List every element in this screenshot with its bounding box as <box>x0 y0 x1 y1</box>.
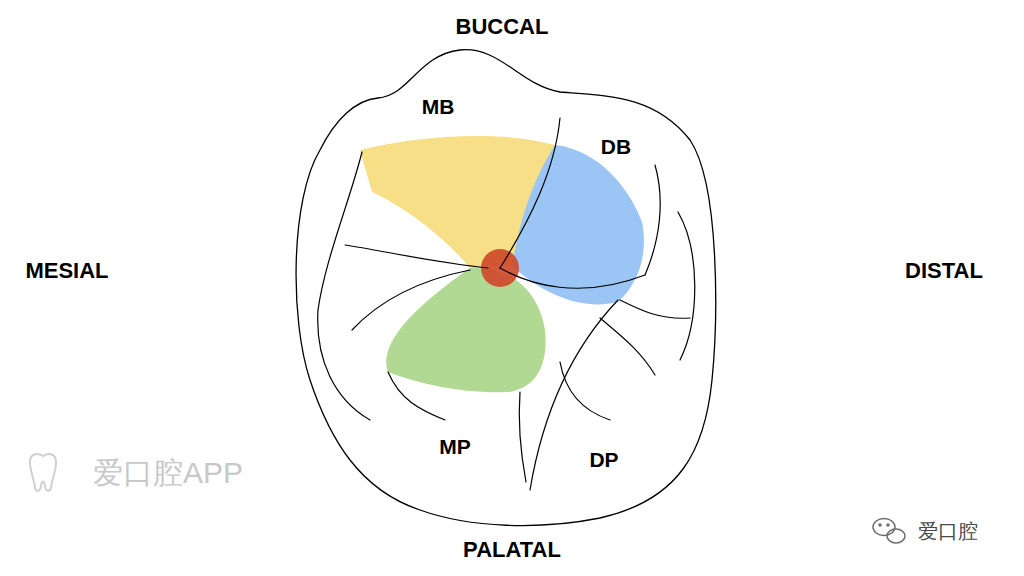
wechat-icon <box>873 519 905 544</box>
db-cusp-region <box>512 145 644 304</box>
mp-cusp-region <box>386 268 545 392</box>
watermark-tooth-icon <box>30 454 56 491</box>
cusp-label: DP <box>589 449 618 470</box>
cusp-label: MB <box>422 96 455 117</box>
watermark: 爱口腔 <box>918 521 978 541</box>
direction-label: PALATAL <box>463 539 561 561</box>
groove-lines <box>318 118 695 490</box>
direction-label: MESIAL <box>25 260 108 282</box>
direction-label: DISTAL <box>905 260 983 282</box>
watermark: 爱口腔APP <box>93 458 243 488</box>
direction-label: BUCCAL <box>456 16 549 38</box>
cusp-label: DB <box>601 136 631 157</box>
tooth-outline <box>296 50 716 526</box>
cusp-label: MP <box>439 436 471 457</box>
